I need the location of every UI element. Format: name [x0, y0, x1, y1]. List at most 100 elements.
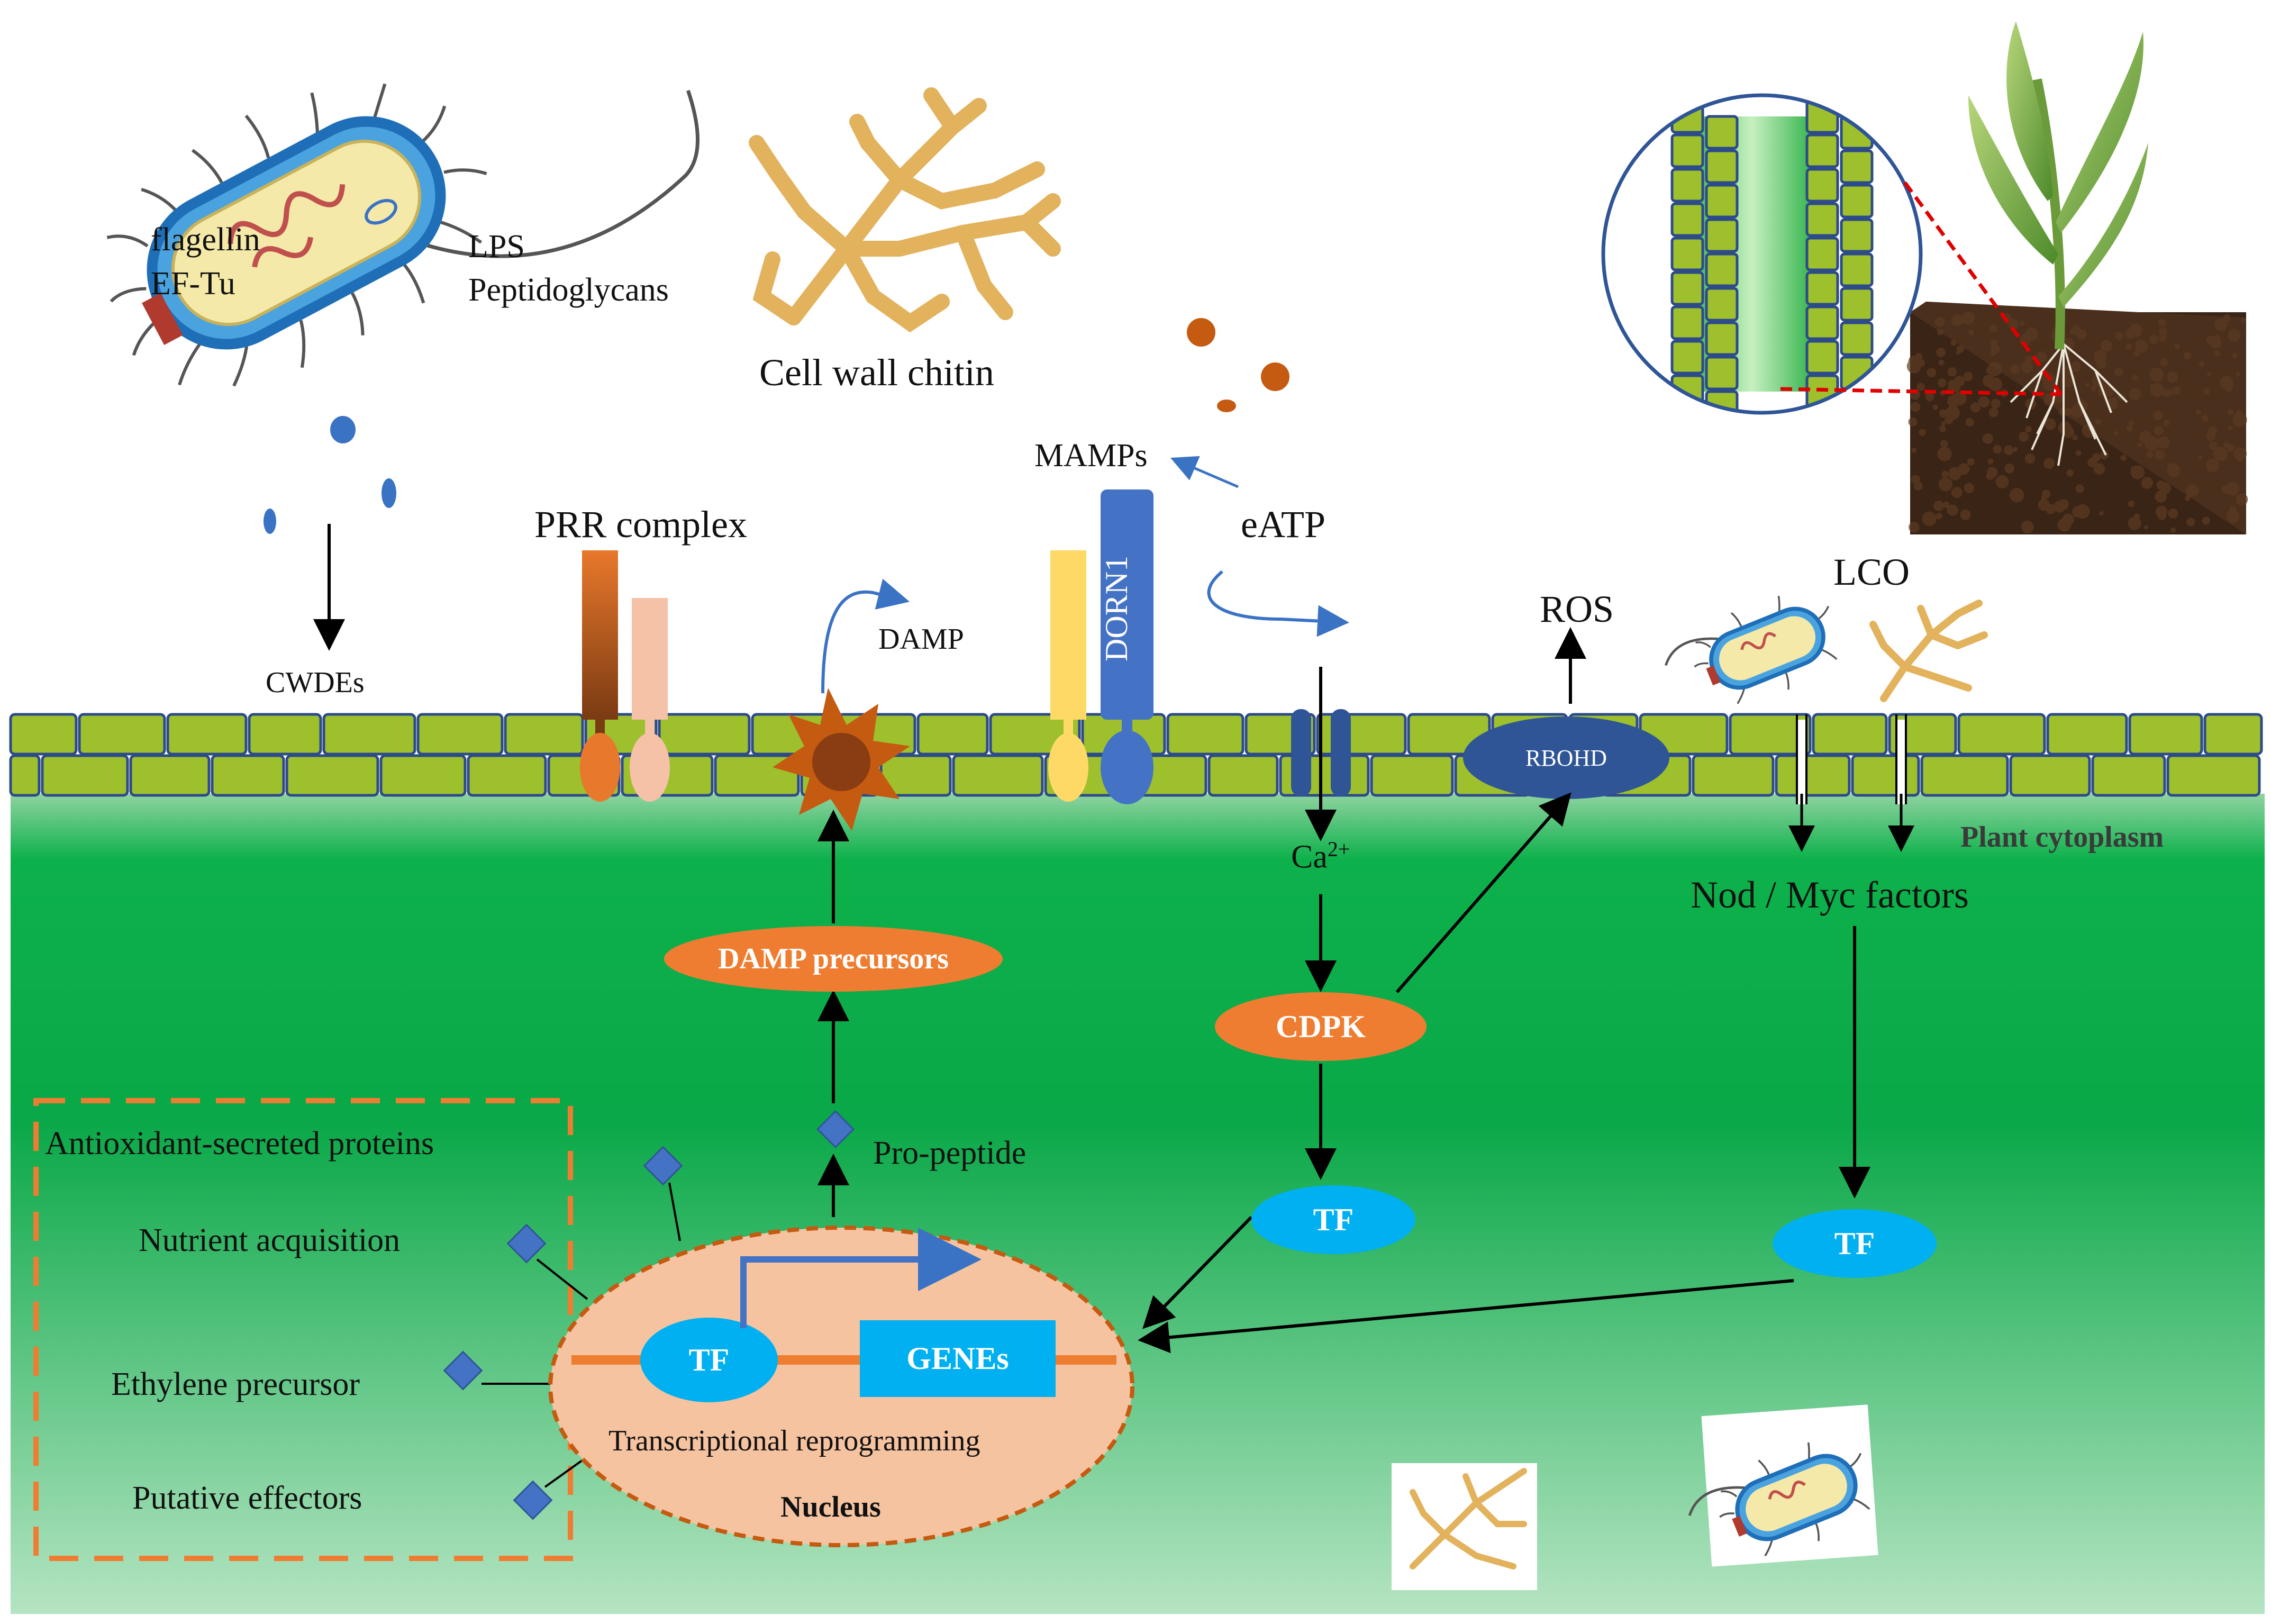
tf-nucleus-label: TF [688, 1342, 730, 1377]
root-cell [1840, 252, 1874, 287]
cell-wall-brick [416, 713, 504, 756]
dorn1-label: DORN1 [1099, 556, 1134, 661]
mamp-droplets [264, 416, 396, 534]
cell-wall-brick [1692, 754, 1775, 797]
cell-wall-brick [1812, 713, 1888, 756]
soil-grain [2233, 447, 2247, 460]
soil-grain [2196, 409, 2201, 415]
root-cell [1840, 321, 1874, 356]
soil-grain [1995, 447, 2001, 453]
soil-grain [1984, 398, 1989, 404]
root-cell [1840, 184, 1874, 219]
soil-grain [1938, 359, 1945, 366]
cell-wall-brick [2091, 754, 2166, 797]
soil-grain [2113, 431, 2119, 436]
soil-grain [2232, 352, 2238, 359]
bacterium-small-lco [1665, 595, 1838, 704]
cell-wall-brick [2009, 754, 2091, 797]
cell-wall-brick [916, 713, 989, 756]
soil-grain [2240, 318, 2246, 323]
root-cell [1705, 321, 1739, 356]
soil-grain [1906, 359, 1921, 374]
tf-left-label: TF [1313, 1202, 1354, 1237]
soil-grain [2155, 505, 2168, 518]
nod-myc-label: Nod / Myc factors [1691, 874, 1969, 916]
rbohd-enzyme [1463, 716, 1669, 799]
cell-wall-brick [952, 754, 1044, 797]
root-cell [1705, 184, 1739, 219]
soil-grain [1932, 404, 1939, 410]
cell-wall-brick [1851, 754, 1920, 797]
soil-grain [1991, 398, 2001, 409]
soil-grain [2100, 450, 2109, 460]
soil-grain [1943, 501, 1950, 509]
soil-grain [2159, 328, 2168, 336]
soil-grain [2038, 498, 2050, 511]
root-zoom-circle [1601, 93, 1923, 415]
cell-wall-brick [1729, 713, 1812, 756]
soil-grain [2062, 513, 2074, 526]
bacterium-framed-illustration [1688, 1404, 1878, 1567]
chitin-illustration [749, 87, 1061, 333]
soil-grain [2091, 385, 2097, 392]
soil-grain [2009, 487, 2024, 503]
soil-grain [1916, 383, 1925, 391]
soil-grain [2226, 509, 2240, 523]
soil-grain [1933, 501, 1944, 511]
soil-grain [1988, 377, 2003, 392]
tf-right-oval [1773, 1209, 1937, 1278]
cell-wall-brick [78, 713, 166, 756]
plant-cytoplasm-region [11, 794, 2265, 1614]
soil-grain [2159, 482, 2172, 494]
soil-grain [2228, 329, 2241, 342]
soil-grain [2129, 323, 2143, 338]
damp-starburst [773, 688, 910, 831]
cell-wall-brick [1166, 713, 1244, 756]
soil-grain [2042, 489, 2051, 498]
soil-grain [2203, 388, 2210, 395]
soil-grain [1947, 367, 1957, 377]
soil-grain [1947, 504, 1958, 516]
soil-grain [2024, 356, 2033, 364]
cell-wall-brick [379, 754, 467, 797]
soil-grain [2044, 418, 2056, 430]
root-cell [1705, 252, 1739, 287]
root-cell [1670, 305, 1704, 340]
nucleus [548, 1226, 1134, 1547]
root-cell [1840, 149, 1874, 184]
soil-grain [1937, 447, 1952, 461]
cell-wall-brick [1316, 713, 1407, 756]
lps-label: LPS [468, 229, 525, 265]
soil-grain [2100, 340, 2112, 352]
soil-grain [2141, 477, 2154, 489]
soil-grain [2099, 511, 2104, 516]
soil-grain [1911, 447, 1917, 453]
soil-grain [2149, 367, 2164, 382]
soil-grain [2158, 319, 2167, 327]
calcium-superscript: 2+ [1327, 837, 1350, 861]
soil-grain [1986, 366, 1995, 375]
soil-grain [2214, 318, 2228, 331]
soil-grain [2129, 420, 2134, 425]
soil-grain [2144, 525, 2149, 530]
eatp-arrow [1207, 570, 1349, 637]
cell-wall-brick [1775, 754, 1851, 797]
soil-grain [2127, 425, 2133, 432]
bacterium-illustration [106, 83, 700, 387]
mamps-label: MAMPs [1034, 438, 1148, 474]
soil-grain [2137, 442, 2142, 448]
root-cell [1670, 340, 1704, 375]
soil-grain [2210, 337, 2222, 349]
soil-grain [1936, 512, 1943, 520]
soil-grain [1956, 345, 1965, 353]
secreted-item-effectors: Putative effectors [132, 1480, 362, 1516]
soil-grain [2214, 350, 2221, 357]
damp-label: DAMP [878, 623, 964, 656]
soil-grain [1991, 344, 2000, 355]
damp-precursors-label: DAMP precursors [718, 942, 949, 975]
soil-grain [1910, 402, 1921, 412]
soil-grain [2043, 458, 2055, 469]
tf-right-to-nucleus-arrow [1138, 1279, 1794, 1354]
soil-grain [2170, 527, 2176, 533]
soil-grain [2021, 361, 2033, 374]
